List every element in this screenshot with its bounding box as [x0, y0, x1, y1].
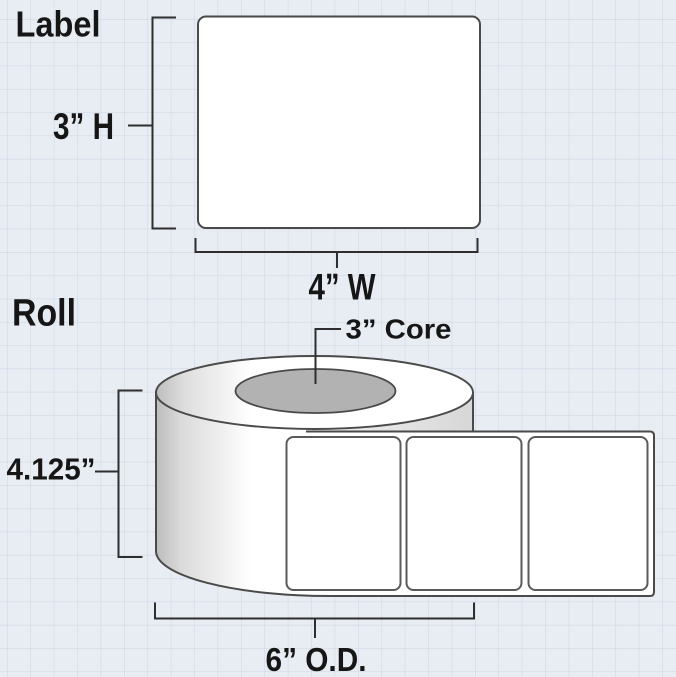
svg-text:3” Core: 3” Core — [346, 314, 452, 345]
svg-text:6” O.D.: 6” O.D. — [266, 641, 367, 677]
svg-text:3” H: 3” H — [53, 106, 114, 147]
svg-text:4” W: 4” W — [309, 267, 376, 308]
svg-text:Label: Label — [16, 4, 101, 45]
svg-text:4.125”: 4.125” — [7, 452, 96, 487]
svg-text:Roll: Roll — [12, 293, 76, 335]
